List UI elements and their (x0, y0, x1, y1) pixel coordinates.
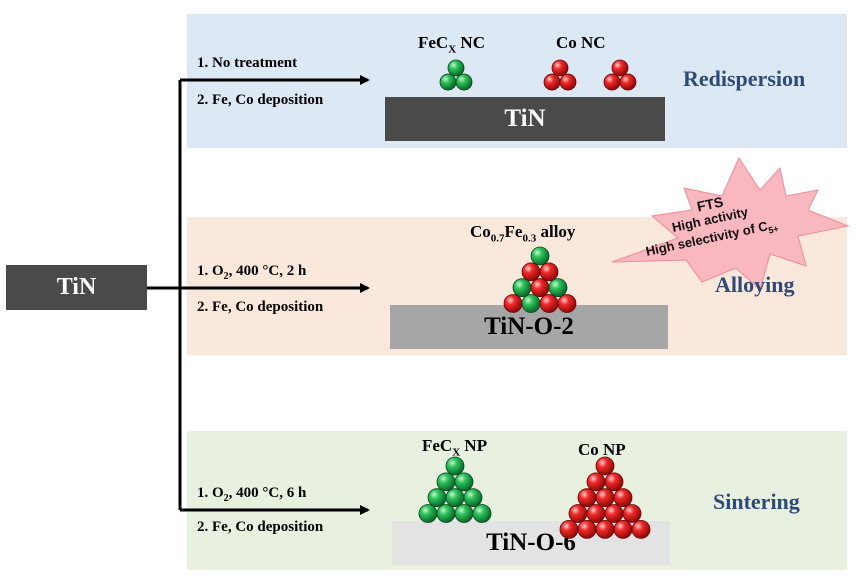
co-particle (530, 278, 550, 298)
co-particle (539, 262, 559, 282)
route3-co-np-label: Co NP (578, 440, 626, 459)
co-particle (631, 519, 651, 539)
fe-particle (427, 488, 447, 508)
particles-alloying (503, 246, 577, 313)
co-particle (613, 488, 633, 508)
co-particle (595, 519, 615, 539)
fe-particle (530, 246, 550, 266)
route3-step1: 1. O2, 400 °C, 6 h (197, 485, 307, 504)
route1-co-nc-label: Co NC (556, 33, 606, 52)
route1-step1: 1. No treatment (197, 55, 298, 71)
fe-particle (548, 278, 568, 298)
co-particle (611, 59, 629, 77)
route1-step2: 2. Fe, Co deposition (197, 92, 324, 108)
route2-step2: 2. Fe, Co deposition (197, 299, 324, 315)
co-particle (557, 294, 577, 313)
co-particle (604, 504, 624, 523)
source-tin-box: TiN (6, 265, 147, 310)
co-particle (559, 73, 577, 91)
fe-particle (521, 294, 541, 313)
route2-alloy-label: Co0.7Fe0.3 alloy (470, 222, 576, 245)
co-particle (619, 73, 637, 91)
co-particle (604, 472, 624, 492)
co-particle (539, 294, 559, 313)
fe-particle (472, 504, 492, 523)
fe-particle (455, 73, 473, 91)
fe-particle (454, 472, 474, 492)
fe-particle (463, 488, 483, 508)
particles-redispersion (439, 59, 637, 91)
fe-particle (445, 456, 465, 476)
fe-particle (439, 73, 457, 91)
co-particle (503, 294, 523, 313)
substrate-tin: TiN (385, 97, 665, 141)
fe-particle (436, 504, 456, 523)
fe-particle (454, 504, 474, 523)
outcome-redispersion: Redispersion (683, 66, 806, 91)
route3-step2: 2. Fe, Co deposition (197, 519, 324, 535)
fe-particle (445, 488, 465, 508)
co-particle (595, 456, 615, 476)
co-particle (543, 73, 561, 91)
co-particle (577, 519, 597, 539)
route1-fecx-nc-label: FeCX NC (418, 33, 485, 56)
fe-particle (436, 472, 456, 492)
co-particle (577, 488, 597, 508)
co-particle (613, 519, 633, 539)
co-particle (595, 488, 615, 508)
fe-particle (418, 504, 438, 523)
fe-particle (512, 278, 532, 298)
co-particle (622, 504, 642, 523)
co-particle (603, 73, 621, 91)
route2-step1: 1. O2, 400 °C, 2 h (197, 263, 307, 282)
connector-lines (147, 75, 370, 515)
co-particle (586, 504, 606, 523)
co-particle (586, 472, 606, 492)
fe-particle (447, 59, 465, 77)
co-particle (551, 59, 569, 77)
co-particle (559, 519, 579, 539)
particles-sintering (418, 456, 651, 539)
outcome-alloying: Alloying (715, 272, 795, 297)
route3-fecx-np-label: FeCX NP (422, 436, 488, 459)
outcome-sintering: Sintering (713, 489, 800, 514)
co-particle (568, 504, 588, 523)
co-particle (521, 262, 541, 282)
fts-starburst (611, 156, 850, 291)
